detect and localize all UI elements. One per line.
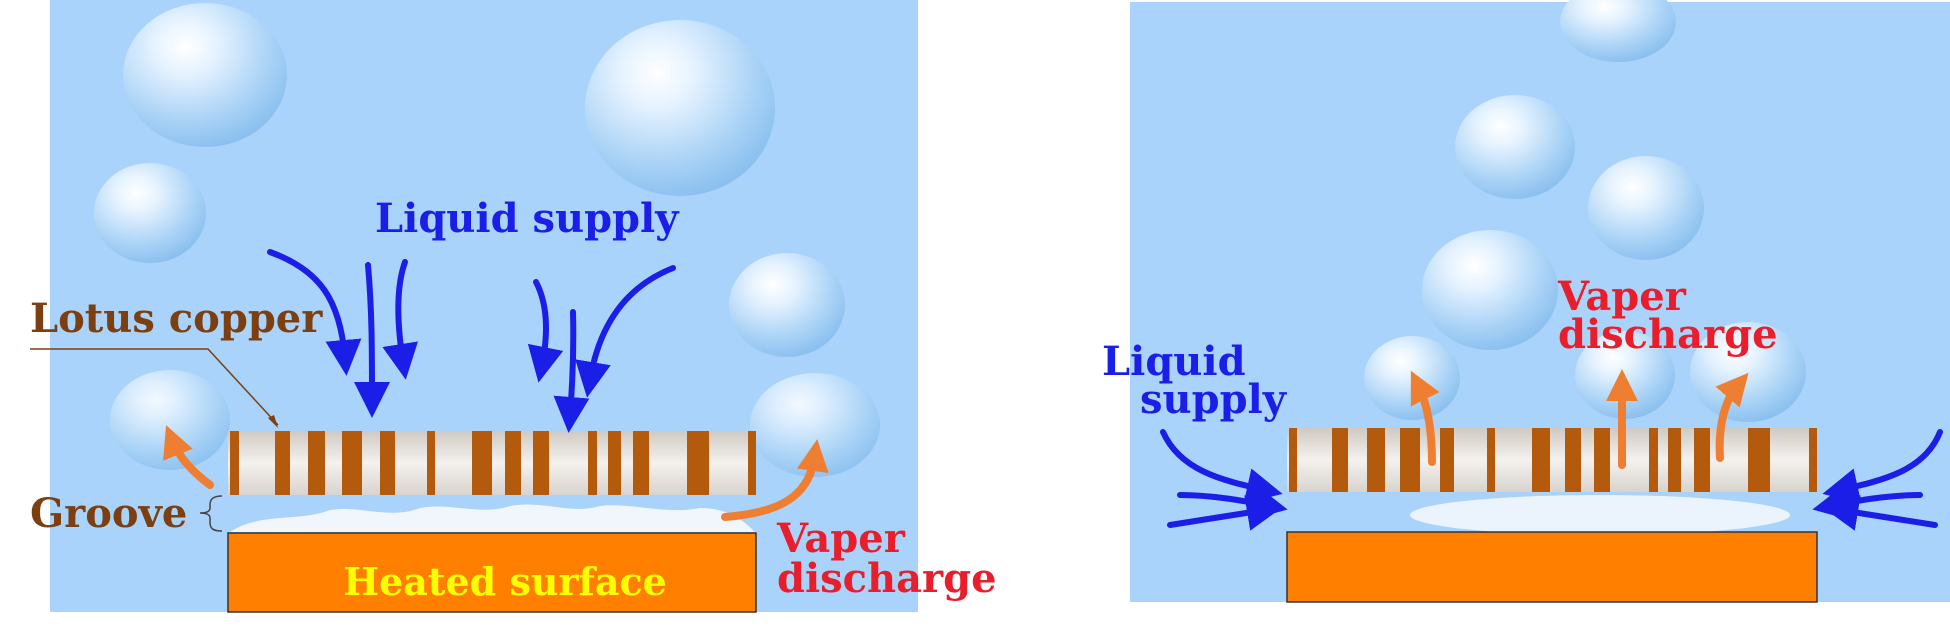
copper-stripe (1440, 428, 1454, 492)
right-liquid-arrows (1160, 429, 1943, 531)
bubble (585, 20, 775, 196)
bubble (1588, 156, 1704, 260)
left-panel: Heated surface (30, 0, 997, 613)
bubble (94, 163, 206, 263)
vapor-film (1410, 495, 1790, 535)
copper-stripe (472, 431, 492, 495)
copper-stripe (533, 431, 549, 495)
copper-stripe (308, 431, 325, 495)
copper-stripe (1532, 428, 1550, 492)
copper-stripe (1694, 428, 1710, 492)
copper-stripe (230, 431, 239, 495)
copper-stripe (1289, 428, 1297, 492)
groove-label: Groove (30, 490, 187, 537)
leader-arrowhead (268, 415, 278, 428)
bubble (1364, 336, 1460, 420)
right-liquid-label-line1: Liquid (1102, 338, 1246, 385)
vapor-arrow (721, 439, 829, 521)
right-vapor-label-line2: discharge (1558, 311, 1778, 358)
left-bubbles (94, 3, 880, 477)
copper-stripes (230, 431, 756, 495)
bubble (1560, 0, 1676, 62)
heated-surface (1286, 531, 1818, 603)
copper-stripe (748, 431, 756, 495)
left-vapor-label-line2: discharge (777, 555, 997, 602)
bubble (123, 3, 287, 147)
liquid-supply-label: Liquid supply (375, 195, 680, 242)
vapor-arrow (163, 425, 214, 489)
heated-surface-label: Heated surface (343, 559, 667, 604)
right-vapor-label-line1: Vaper (1557, 273, 1687, 320)
vapor-arrow (1410, 370, 1440, 466)
liquid-arrow (1822, 495, 1938, 531)
copper-stripe (1809, 428, 1817, 492)
copper-stripe (1668, 428, 1681, 492)
liquid-arrow (527, 279, 564, 383)
right-liquid-label-line2: supply (1140, 376, 1288, 423)
groove-bracket (199, 495, 223, 532)
heated-surface (227, 532, 757, 613)
copper-stripe (1748, 428, 1770, 492)
vapor-film (230, 504, 755, 532)
lotus-copper-plate (1287, 428, 1817, 492)
bubble (110, 370, 230, 470)
liquid-supply-arrows (267, 249, 676, 433)
bubble (1455, 95, 1575, 199)
right-vapor-arrows (1410, 369, 1749, 469)
bubble (750, 373, 880, 477)
lotus-copper-label: Lotus copper (30, 295, 323, 342)
copper-stripe (1565, 428, 1581, 492)
copper-stripe (1487, 428, 1495, 492)
liquid-arrow (267, 249, 362, 376)
liquid-arrow (553, 309, 590, 433)
liquid-arrow (353, 262, 390, 418)
right-panel: Liquid supply Vaper discharge (1102, 0, 1950, 603)
liquid-arrow (1822, 429, 1943, 504)
copper-stripe (608, 431, 621, 495)
copper-stripe (588, 431, 597, 495)
left-vapor-arrows (163, 425, 829, 521)
copper-stripe (1400, 428, 1420, 492)
liquid-arrow (575, 265, 676, 398)
liquid-arrow (1167, 495, 1283, 531)
copper-stripe (275, 431, 290, 495)
bubble (1422, 230, 1558, 350)
copper-stripe (1594, 428, 1610, 492)
copper-stripe (633, 431, 649, 495)
liquid-arrow (382, 259, 419, 380)
vapor-arrow (1715, 372, 1749, 462)
lotus-copper-leader (30, 348, 279, 426)
copper-stripe (1332, 428, 1348, 492)
left-vapor-label-line1: Vaper (776, 515, 906, 562)
copper-stripe (1367, 428, 1385, 492)
copper-stripe (342, 431, 362, 495)
bubble (729, 253, 845, 357)
copper-stripe (687, 431, 709, 495)
copper-stripe (427, 431, 435, 495)
copper-stripe (1649, 428, 1658, 492)
copper-stripe (505, 431, 521, 495)
copper-stripe (380, 431, 395, 495)
copper-stripes (1289, 428, 1817, 492)
